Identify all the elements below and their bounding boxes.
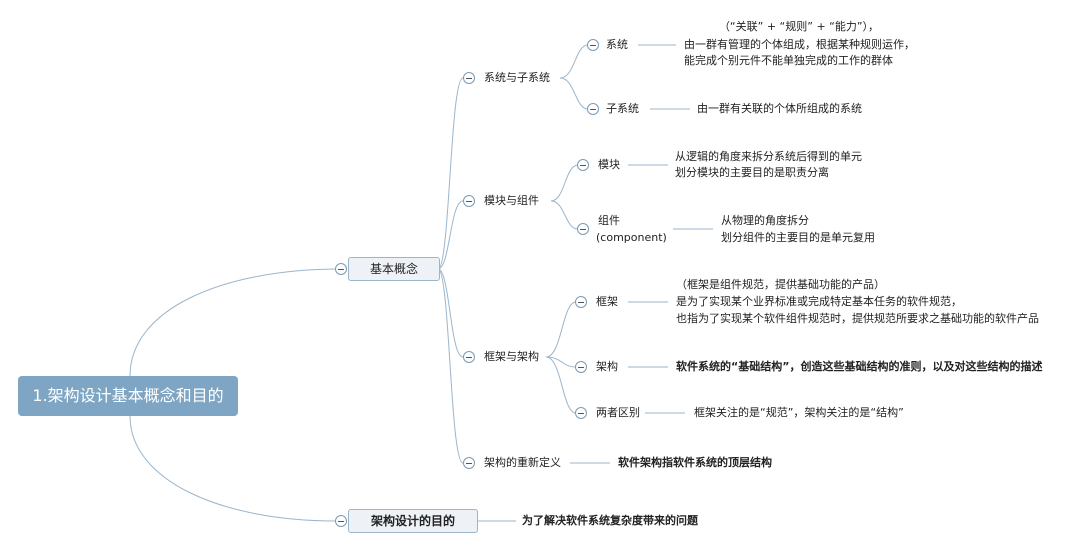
topic-framework[interactable]: 框架 (596, 295, 618, 308)
collapse-toggle-icon[interactable] (575, 407, 587, 419)
topic-basic-concepts[interactable]: 基本概念 (348, 257, 440, 281)
collapse-toggle-icon[interactable] (577, 159, 589, 171)
topic-framework-architecture[interactable]: 框架与架构 (484, 350, 539, 363)
topic-redefinition[interactable]: 架构的重新定义 (484, 456, 561, 469)
topic-design-purpose[interactable]: 架构设计的目的 (348, 509, 478, 533)
topic-module-component[interactable]: 模块与组件 (484, 194, 539, 207)
topic-component-line-2[interactable]: (component) (596, 231, 667, 244)
subsystem-desc: 由一群有关联的个体所组成的系统 (697, 102, 862, 115)
purpose-desc: 为了解决软件系统复杂度带来的问题 (522, 514, 698, 527)
collapse-toggle-icon[interactable] (587, 103, 599, 115)
difference-desc: 框架关注的是“规范”，架构关注的是“结构” (694, 406, 904, 419)
framework-desc-line-1: （框架是组件规范，提供基础功能的产品） (676, 278, 885, 291)
framework-desc-line-2: 是为了实现某个业界标准或完成特定基本任务的软件规范， (676, 295, 962, 308)
topic-subsystem[interactable]: 子系统 (606, 102, 639, 115)
system-desc-line-1: （“关联” + “规则” + “能力”）， (718, 20, 880, 33)
collapse-toggle-icon[interactable] (335, 515, 347, 527)
system-desc-line-2: 由一群有管理的个体组成，根据某种规则运作， (684, 38, 915, 51)
topic-component-line-1[interactable]: 组件 (598, 214, 620, 227)
topic-architecture[interactable]: 架构 (596, 360, 618, 373)
collapse-toggle-icon[interactable] (577, 223, 589, 235)
framework-desc-line-3: 也指为了实现某个软件组件规范时，提供规范所要求之基础功能的软件产品 (676, 312, 1039, 325)
topic-system[interactable]: 系统 (606, 38, 628, 51)
module-desc-line-2: 划分模块的主要目的是职责分离 (675, 166, 829, 179)
collapse-toggle-icon[interactable] (463, 457, 475, 469)
topic-system-subsystem[interactable]: 系统与子系统 (484, 71, 550, 84)
architecture-desc: 软件系统的“基础结构”，创造这些基础结构的准则，以及对这些结构的描述 (676, 360, 1043, 373)
root-topic[interactable]: 1.架构设计基本概念和目的 (18, 376, 238, 416)
redefinition-desc: 软件架构指软件系统的顶层结构 (618, 456, 772, 469)
collapse-toggle-icon[interactable] (575, 296, 587, 308)
topic-difference[interactable]: 两者区别 (596, 406, 640, 419)
topic-module[interactable]: 模块 (598, 158, 620, 171)
collapse-toggle-icon[interactable] (463, 72, 475, 84)
collapse-toggle-icon[interactable] (335, 263, 347, 275)
collapse-toggle-icon[interactable] (463, 351, 475, 363)
collapse-toggle-icon[interactable] (575, 361, 587, 373)
component-desc-line-2: 划分组件的主要目的是单元复用 (721, 231, 875, 244)
collapse-toggle-icon[interactable] (587, 39, 599, 51)
collapse-toggle-icon[interactable] (463, 195, 475, 207)
system-desc-line-3: 能完成个别元件不能单独完成的工作的群体 (684, 54, 893, 67)
component-desc-line-1: 从物理的角度拆分 (721, 214, 809, 227)
module-desc-line-1: 从逻辑的角度来拆分系统后得到的单元 (675, 150, 862, 163)
